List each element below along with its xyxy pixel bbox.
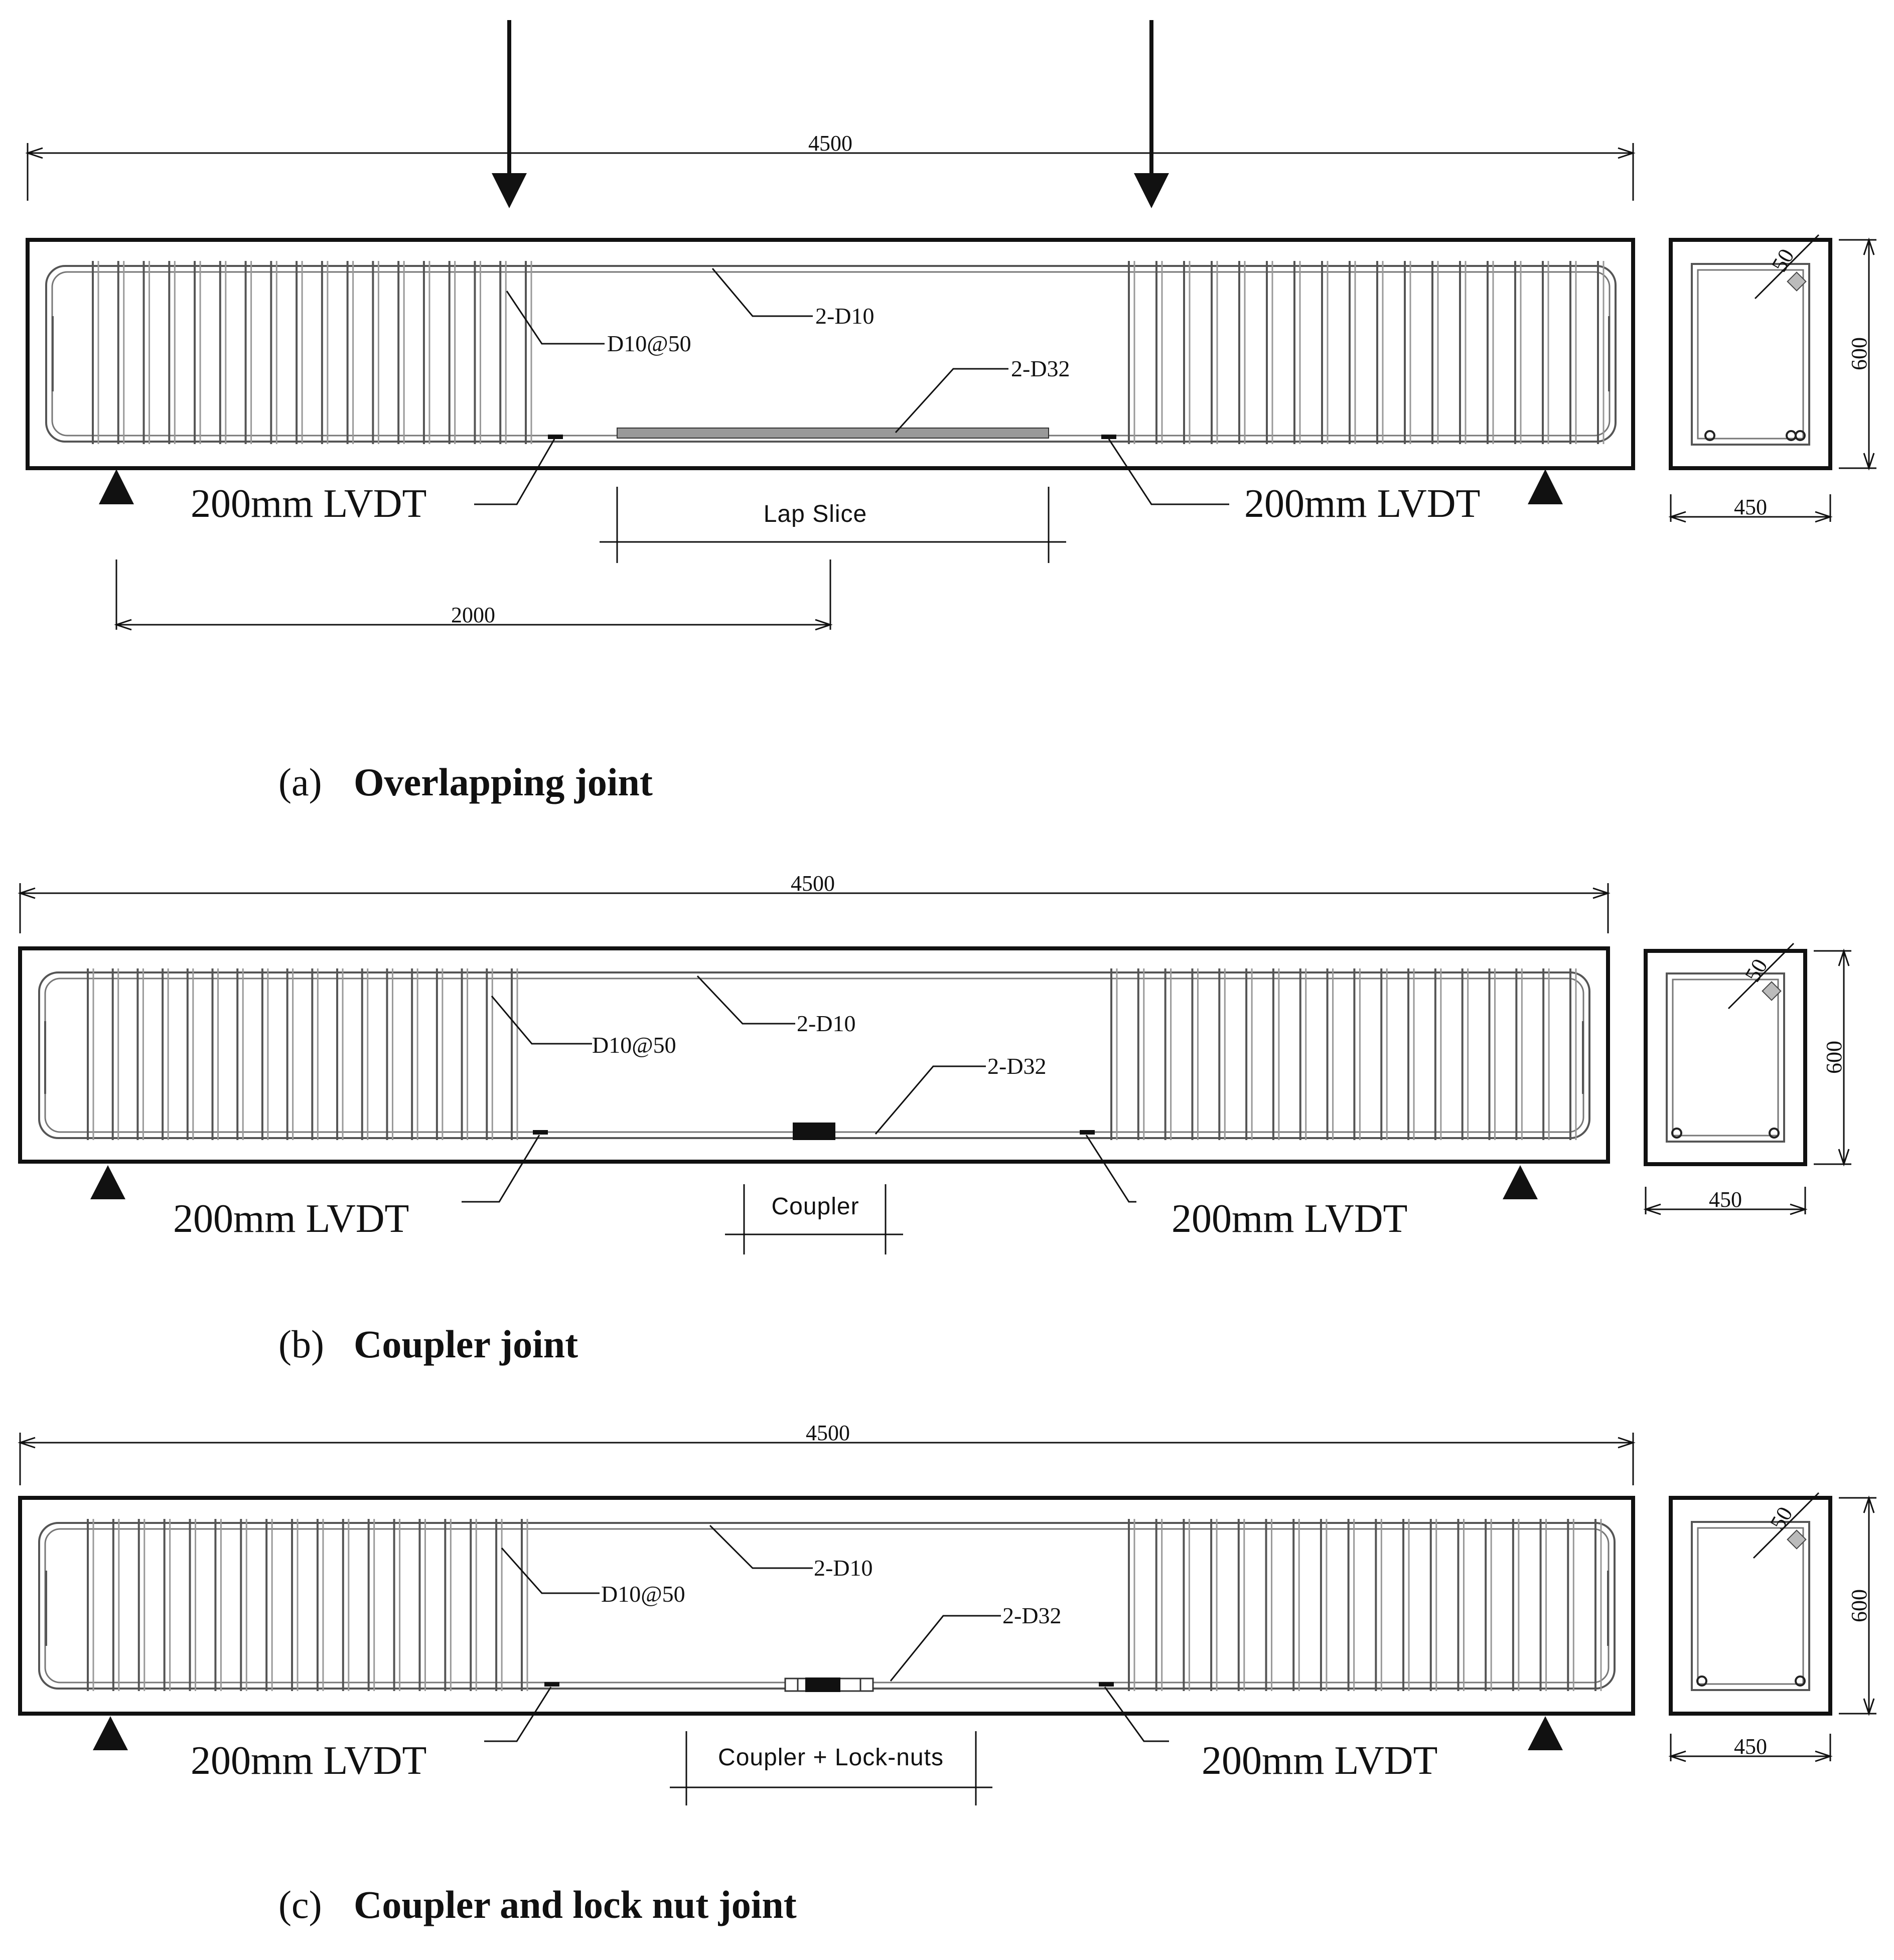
- lvdt-right-label: 200mm LVDT: [1172, 1197, 1407, 1241]
- section-width-label: 450: [1734, 495, 1767, 519]
- joint-label: Coupler: [771, 1193, 859, 1220]
- top-bar-note: 2-D10: [797, 1011, 856, 1036]
- lvdt-gauge-left: [533, 1130, 548, 1135]
- load-arrow-icon: [492, 20, 527, 208]
- section-height-label: 600: [1847, 1589, 1871, 1622]
- bottom-bar-note: 2-D32: [1002, 1603, 1062, 1628]
- lvdt-gauge-left: [544, 1682, 559, 1687]
- joint-label: Coupler + Lock-nuts: [718, 1744, 944, 1771]
- cover-label: 50: [1740, 954, 1772, 986]
- caption-title: Coupler joint: [354, 1322, 578, 1366]
- stirrup-note: D10@50: [607, 331, 691, 356]
- lvdt-gauge-right: [1101, 435, 1116, 439]
- coupler: [793, 1123, 835, 1140]
- caption-label: (b): [278, 1322, 324, 1366]
- coupler-dimension: Coupler: [725, 1184, 903, 1254]
- bottom-bar-note: 2-D32: [1011, 356, 1070, 381]
- caption-label: (a): [278, 760, 322, 804]
- stirrup-group: [87, 1519, 1602, 1691]
- stirrup-note: D10@50: [601, 1581, 685, 1607]
- lvdt-gauge-right: [1080, 1130, 1095, 1135]
- shear-span-label: 2000: [451, 603, 495, 627]
- support-triangle-icon: [90, 1165, 125, 1199]
- coupler-lock-nut-dimension: Coupler + Lock-nuts: [670, 1731, 992, 1805]
- panel-overlapping-joint: 4500 D10@50 2-D10 2-D32 200mm LVDT 200mm…: [25, 20, 1876, 804]
- beam-outline: [18, 946, 1610, 1164]
- support-triangle-icon: [1528, 1716, 1563, 1750]
- lvdt-left-label: 200mm LVDT: [173, 1197, 409, 1241]
- length-dimension: 4500: [18, 871, 1611, 933]
- top-bar-note: 2-D10: [814, 1555, 873, 1581]
- length-dim-label: 4500: [806, 1421, 850, 1445]
- stirrup-group: [87, 968, 1577, 1140]
- caption-title: Coupler and lock nut joint: [354, 1883, 797, 1926]
- reinforcement-cage: [38, 971, 1590, 1139]
- joint-label: Lap Slice: [764, 501, 867, 527]
- support-triangle-icon: [99, 469, 134, 504]
- cover-label: 50: [1765, 1502, 1797, 1534]
- top-bar-note: 2-D10: [815, 303, 875, 329]
- coupler-with-lock-nuts: [784, 1677, 874, 1692]
- section-width-label: 450: [1734, 1734, 1767, 1759]
- lvdt-gauge-left: [548, 435, 563, 439]
- length-dimension: 4500: [25, 131, 1636, 201]
- support-triangle-icon: [1503, 1165, 1538, 1199]
- cross-section: 50 450 600: [1668, 234, 1876, 523]
- caption-title: Overlapping joint: [354, 760, 653, 804]
- panel-coupler-lock-nut-joint: 4500 D10@50 2-D10 2-D32 200mm LVDT 200mm…: [18, 1421, 1876, 1926]
- beam-outline: [18, 1496, 1635, 1716]
- section-width-label: 450: [1709, 1187, 1742, 1212]
- lap-splice-dimension: Lap Slice: [600, 487, 1066, 563]
- length-dim-label: 4500: [808, 131, 852, 156]
- cover-label: 50: [1767, 244, 1799, 276]
- support-triangle-icon: [1528, 469, 1563, 504]
- shear-span-dimension: 2000: [114, 559, 833, 631]
- support-triangle-icon: [93, 1716, 128, 1750]
- lvdt-left-label: 200mm LVDT: [191, 482, 426, 526]
- lvdt-right-label: 200mm LVDT: [1202, 1739, 1437, 1783]
- reinforcement-cage: [38, 1522, 1616, 1690]
- section-height-label: 600: [1847, 337, 1871, 370]
- cross-section: 50 450 600: [1643, 942, 1851, 1215]
- section-height-label: 600: [1822, 1041, 1846, 1074]
- cross-section: 50 450 600: [1668, 1492, 1876, 1762]
- lvdt-gauge-right: [1099, 1682, 1114, 1687]
- length-dimension: 4500: [18, 1421, 1636, 1485]
- load-arrow-icon: [1134, 20, 1169, 208]
- reinforcement-cage: [45, 265, 1617, 443]
- lvdt-right-label: 200mm LVDT: [1244, 482, 1480, 526]
- panel-coupler-joint: 4500 D10@50 2-D10 2-D32 200mm LVDT 200mm…: [18, 871, 1851, 1366]
- length-dim-label: 4500: [791, 871, 835, 896]
- caption-label: (c): [278, 1883, 322, 1926]
- lvdt-left-label: 200mm LVDT: [191, 1739, 426, 1783]
- stirrup-note: D10@50: [592, 1032, 676, 1058]
- lap-splice-bars: [617, 428, 1049, 439]
- bottom-bar-note: 2-D32: [987, 1053, 1047, 1079]
- stirrup-group: [92, 261, 1605, 444]
- beam-outline: [26, 238, 1635, 470]
